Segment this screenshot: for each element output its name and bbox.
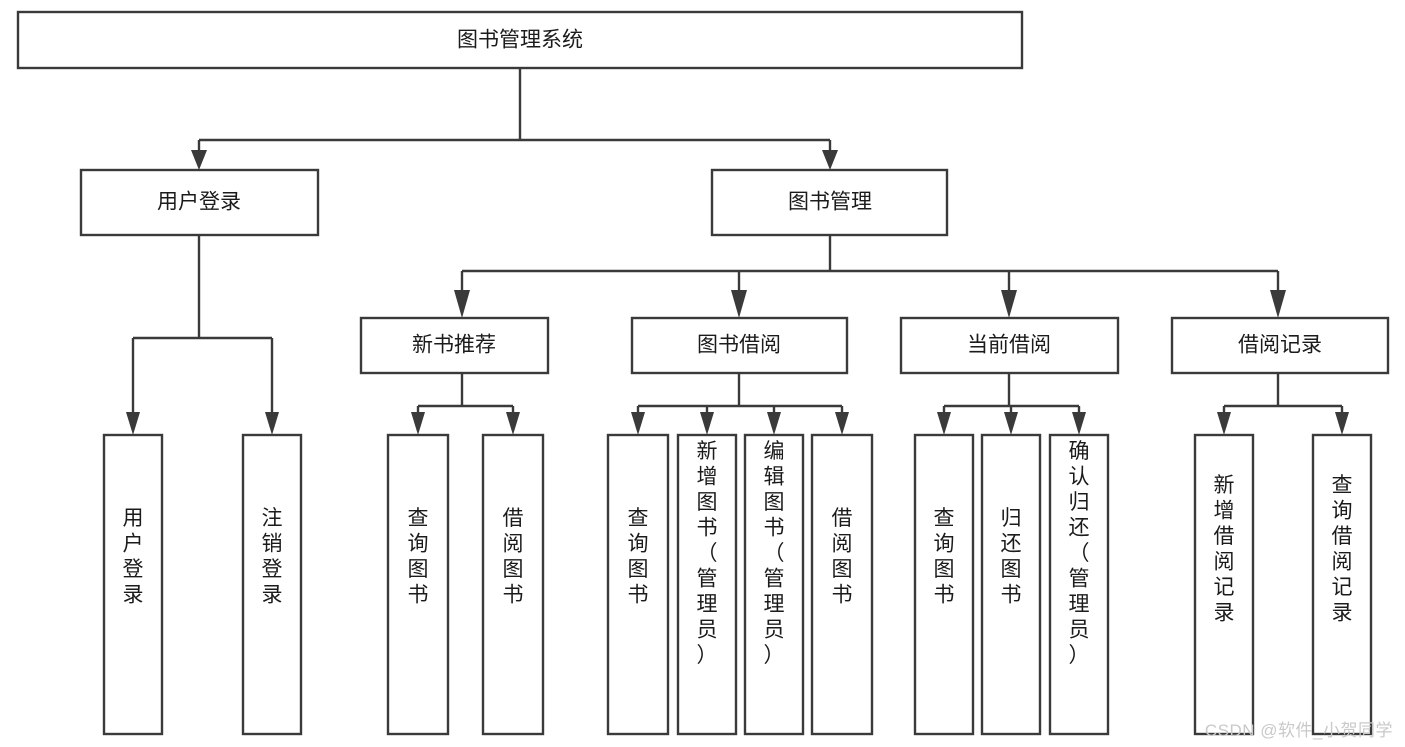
- node-leaf-user-login-label: 用户登录: [123, 507, 144, 607]
- node-leaf-query-book-3-box[interactable]: [913, 433, 975, 736]
- node-leaf-add-book[interactable]: 新增图书（管理员）: [676, 433, 738, 736]
- node-leaf-borrow-book-1-box[interactable]: [481, 433, 545, 736]
- arrow-head-book-manage: [822, 150, 838, 170]
- arrow-head-leaf-borrow-book-1: [506, 412, 520, 435]
- node-book-borrow-label: 图书借阅: [697, 334, 781, 357]
- node-leaf-logout-box[interactable]: [241, 433, 303, 736]
- node-borrow-record-box[interactable]: [1170, 316, 1390, 375]
- node-current-borrow-box[interactable]: [899, 316, 1120, 375]
- arrow-head-borrow-record: [1270, 290, 1286, 318]
- node-leaf-return-book-box[interactable]: [980, 433, 1042, 736]
- node-leaf-add-book-box[interactable]: [676, 433, 738, 736]
- node-borrow-record-label: 借阅记录: [1238, 334, 1322, 357]
- node-leaf-borrow-book-2-box[interactable]: [810, 433, 874, 736]
- arrow-head-current-borrow: [1001, 290, 1017, 318]
- arrow-head-leaf-query-book-3: [937, 412, 951, 435]
- arrow-head-leaf-query-record: [1335, 412, 1349, 435]
- node-leaf-return-book[interactable]: 归还图书: [980, 433, 1042, 736]
- node-leaf-query-record[interactable]: 查询借阅记录: [1311, 433, 1373, 736]
- node-new-book-rec-box[interactable]: [359, 316, 550, 375]
- node-leaf-user-login[interactable]: 用户登录: [102, 433, 164, 736]
- connector-layer: [126, 68, 1349, 435]
- node-leaf-confirm-return-box[interactable]: [1048, 433, 1110, 736]
- node-new-book-rec[interactable]: 新书推荐: [359, 316, 550, 375]
- node-leaf-add-record-label: 新增借阅记录: [1214, 474, 1235, 625]
- node-current-borrow[interactable]: 当前借阅: [899, 316, 1120, 375]
- node-leaf-query-book-3-label: 查询图书: [934, 507, 955, 607]
- node-leaf-query-record-box[interactable]: [1311, 433, 1373, 736]
- node-leaf-logout[interactable]: 注销登录: [241, 433, 303, 736]
- node-leaf-user-login-box[interactable]: [102, 433, 164, 736]
- arrow-head-leaf-query-book-1: [411, 412, 425, 435]
- node-leaf-borrow-book-2-label: 借阅图书: [832, 507, 853, 607]
- arrow-head-leaf-confirm-return: [1072, 412, 1086, 435]
- node-borrow-record[interactable]: 借阅记录: [1170, 316, 1390, 375]
- node-leaf-borrow-book-1-label: 借阅图书: [503, 507, 524, 607]
- node-leaf-query-book-2-box[interactable]: [606, 433, 670, 736]
- node-leaf-query-book-1-box[interactable]: [386, 433, 450, 736]
- node-leaf-query-book-2[interactable]: 查询图书: [606, 433, 670, 736]
- arrow-head-user-login: [191, 150, 207, 170]
- node-user-login-box[interactable]: [79, 168, 320, 237]
- node-leaf-add-record[interactable]: 新增借阅记录: [1193, 433, 1255, 736]
- node-book-borrow-box[interactable]: [630, 316, 849, 375]
- arrow-head-leaf-borrow-book-2: [835, 412, 849, 435]
- node-leaf-return-book-label: 归还图书: [1001, 507, 1022, 607]
- node-leaf-query-book-1[interactable]: 查询图书: [386, 433, 450, 736]
- node-leaf-query-book-3[interactable]: 查询图书: [913, 433, 975, 736]
- arrow-head-leaf-query-book-2: [631, 412, 645, 435]
- node-leaf-borrow-book-1[interactable]: 借阅图书: [481, 433, 545, 736]
- node-book-manage-box[interactable]: [710, 168, 949, 237]
- node-book-manage[interactable]: 图书管理: [710, 168, 949, 237]
- arrow-head-leaf-edit-book: [767, 412, 781, 435]
- node-leaf-query-record-label: 查询借阅记录: [1332, 474, 1353, 625]
- node-leaf-edit-book[interactable]: 编辑图书（管理员）: [743, 433, 805, 736]
- node-leaf-edit-book-label: 编辑图书（管理员）: [764, 440, 785, 667]
- arrow-head-leaf-logout: [265, 412, 279, 435]
- node-root-box[interactable]: [16, 10, 1024, 70]
- node-user-login-label: 用户登录: [157, 191, 241, 214]
- node-leaf-add-record-box[interactable]: [1193, 433, 1255, 736]
- arrow-head-leaf-add-record: [1217, 412, 1231, 435]
- arrow-head-book-borrow: [731, 290, 747, 318]
- node-book-manage-label: 图书管理: [788, 191, 872, 214]
- node-leaf-confirm-return[interactable]: 确认归还（管理员）: [1048, 433, 1110, 736]
- node-book-borrow[interactable]: 图书借阅: [630, 316, 849, 375]
- node-leaf-query-book-1-label: 查询图书: [408, 507, 429, 607]
- arrow-head-leaf-return-book: [1004, 412, 1018, 435]
- node-leaf-confirm-return-label: 确认归还（管理员）: [1069, 440, 1090, 667]
- arrow-head-leaf-user-login: [126, 412, 140, 435]
- arrow-head-new-book-rec: [454, 290, 470, 318]
- arrow-head-leaf-add-book: [700, 412, 714, 435]
- node-leaf-edit-book-box[interactable]: [743, 433, 805, 736]
- node-root-label: 图书管理系统: [457, 29, 583, 52]
- node-leaf-query-book-2-label: 查询图书: [628, 507, 649, 607]
- node-root[interactable]: 图书管理系统: [16, 10, 1024, 70]
- node-leaf-add-book-label: 新增图书（管理员）: [697, 440, 718, 667]
- node-leaf-borrow-book-2[interactable]: 借阅图书: [810, 433, 874, 736]
- node-user-login[interactable]: 用户登录: [79, 168, 320, 237]
- node-current-borrow-label: 当前借阅: [967, 334, 1051, 357]
- node-leaf-logout-label: 注销登录: [262, 507, 283, 607]
- node-new-book-rec-label: 新书推荐: [412, 334, 496, 357]
